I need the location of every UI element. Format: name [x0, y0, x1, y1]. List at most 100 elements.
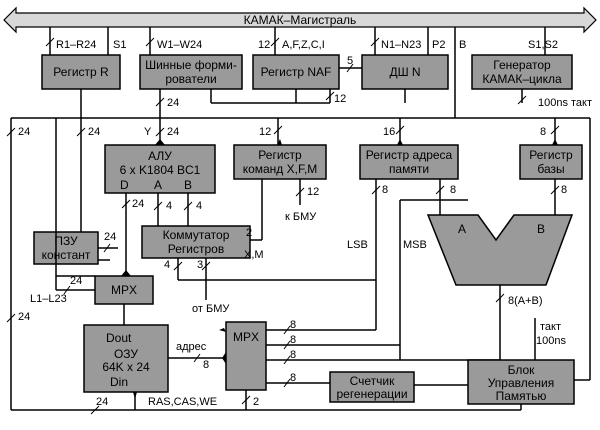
svg-text:КАМАК–цикла: КАМАК–цикла [482, 72, 562, 86]
mpx-1: MPX [94, 275, 154, 305]
svg-text:MPX: MPX [111, 283, 137, 297]
svg-text:12: 12 [307, 186, 319, 198]
svg-text:B: B [537, 222, 545, 236]
mid-labels: 24 12 100ns такт [167, 93, 592, 109]
svg-text:B: B [184, 178, 192, 192]
camac-bus-label: КАМАК–Магистраль [244, 13, 357, 27]
svg-text:12: 12 [334, 93, 346, 105]
frame-wires [10, 117, 590, 411]
svg-text:такт: такт [540, 321, 561, 333]
svg-text:X,M: X,M [244, 249, 264, 261]
addr-outputs: 8 LSB MSB 8 8 [347, 179, 567, 360]
svg-text:4: 4 [166, 200, 172, 212]
svg-text:Регистр адреса: Регистр адреса [366, 148, 453, 162]
mem-ctrl-wires: такт 100ns RAS,CAS,WE 2 [135, 118, 591, 411]
top-labels: R1–R24 S1 W1–W24 12 A,F,Z,C,I N1–N23 P2 … [56, 39, 558, 67]
svg-text:8(A+B): 8(A+B) [508, 295, 543, 307]
svg-text:АЛУ: АЛУ [148, 149, 172, 163]
memory-address-register: Регистр адреса памяти [359, 144, 459, 180]
svg-text:рователи: рователи [165, 72, 216, 86]
svg-text:MSB: MSB [403, 239, 427, 251]
svg-text:W1–W24: W1–W24 [157, 39, 202, 51]
svg-text:24: 24 [88, 126, 100, 138]
alu-block: АЛУ 6 x K1804 BC1 D A B [104, 144, 216, 194]
svg-text:P2: P2 [432, 39, 445, 51]
svg-text:Регистр NAF: Регистр NAF [261, 65, 332, 79]
svg-text:от БМУ: от БМУ [192, 303, 230, 315]
svg-text:6 x K1804 BC1: 6 x K1804 BC1 [120, 163, 201, 177]
svg-text:Генератор: Генератор [493, 58, 551, 72]
ram-64k: Dout ОЗУ 64K x 24 Din [83, 324, 169, 393]
svg-text:Регистров: Регистров [168, 242, 224, 256]
svg-text:Коммутатор: Коммутатор [163, 228, 230, 242]
svg-text:Регистр: Регистр [258, 148, 302, 162]
svg-text:N1–N23: N1–N23 [381, 39, 421, 51]
svg-text:4: 4 [196, 200, 202, 212]
svg-text:ОЗУ: ОЗУ [114, 347, 138, 361]
bus-drivers: Шинные форми- рователи [139, 54, 243, 90]
svg-text:S1,S2: S1,S2 [528, 39, 558, 51]
svg-text:100ns: 100ns [538, 97, 568, 109]
svg-text:A: A [154, 178, 162, 192]
camac-bus: КАМАК–Магистраль [3, 6, 597, 34]
svg-text:8: 8 [290, 334, 296, 346]
camac-cycle-generator: Генератор КАМАК–цикла [471, 54, 573, 90]
frame-drop-labels: 24 24 Y 24 12 16 8 [18, 126, 546, 138]
switch-wires: 4 4 2 X,M 4 3 от БМУ [153, 193, 376, 315]
svg-text:100ns: 100ns [536, 335, 566, 347]
svg-text:ПЗУ: ПЗУ [54, 234, 78, 248]
svg-text:24: 24 [18, 126, 30, 138]
svg-text:такт: такт [571, 97, 592, 109]
svg-text:8: 8 [290, 349, 296, 361]
svg-text:12: 12 [258, 39, 270, 51]
adder: A B 8(A+B) [426, 214, 574, 307]
svg-text:8: 8 [290, 319, 296, 331]
svg-text:8: 8 [290, 372, 296, 384]
svg-text:регенерации: регенерации [336, 387, 407, 401]
refresh-counter: Счетчик регенерации [329, 371, 468, 403]
svg-text:R1–R24: R1–R24 [56, 39, 96, 51]
top-connections [45, 27, 546, 118]
svg-text:Блок: Блок [508, 363, 536, 377]
svg-text:Dout: Dout [106, 331, 132, 345]
svg-text:ДШ N: ДШ N [389, 65, 420, 79]
register-naf: Регистр NAF [252, 54, 340, 90]
svg-text:Регистр: Регистр [529, 148, 573, 162]
svg-text:2: 2 [253, 396, 259, 408]
mpx-2: MPX [225, 321, 267, 391]
svg-text:2: 2 [246, 227, 252, 239]
svg-text:3: 3 [197, 259, 203, 271]
rom-constants: ПЗУ констант 24 [33, 231, 118, 265]
svg-text:24: 24 [18, 311, 30, 323]
decoder-n: ДШ N [361, 54, 449, 90]
register-switch: Коммутатор Регистров [141, 225, 251, 259]
svg-text:Шинные форми-: Шинные форми- [145, 58, 237, 72]
svg-text:4: 4 [164, 259, 170, 271]
svg-text:8: 8 [382, 184, 388, 196]
svg-text:8: 8 [561, 184, 567, 196]
memory-control-block: Блок Управления Памятью [467, 359, 575, 405]
svg-text:24: 24 [132, 198, 144, 210]
svg-text:S1: S1 [113, 39, 126, 51]
svg-text:B: B [459, 39, 466, 51]
svg-text:адрес: адрес [176, 341, 207, 353]
svg-text:8: 8 [540, 126, 546, 138]
svg-text:памяти: памяти [389, 162, 429, 176]
svg-text:Y: Y [144, 126, 152, 138]
svg-text:24: 24 [167, 126, 179, 138]
svg-text:24: 24 [104, 231, 116, 243]
svg-text:Памятью: Памятью [496, 389, 547, 403]
svg-text:24: 24 [70, 275, 82, 287]
svg-text:к БМУ: к БМУ [285, 211, 317, 223]
ozu-wires: адрес 8 24 [90, 341, 226, 415]
svg-text:Управления: Управления [488, 376, 555, 390]
mpx1-wires: 24 L1–L23 24 [6, 118, 125, 325]
mpx2-inputs: 8 8 8 8 [266, 280, 501, 388]
svg-text:8: 8 [450, 184, 456, 196]
svg-text:LSB: LSB [347, 239, 368, 251]
svg-text:5: 5 [347, 55, 353, 67]
svg-text:D: D [120, 178, 129, 192]
svg-text:RAS,CAS,WE: RAS,CAS,WE [148, 396, 217, 408]
svg-text:команд X,F,M: команд X,F,M [243, 162, 318, 176]
